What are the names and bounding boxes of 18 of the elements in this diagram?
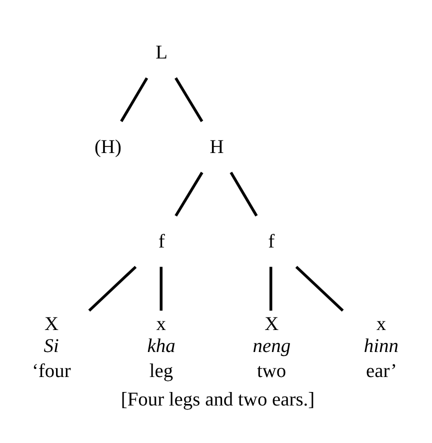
node-text: x hinn ear’ — [364, 313, 398, 382]
node-text: L — [156, 42, 168, 63]
connector — [120, 76, 148, 122]
connector — [174, 171, 204, 216]
connector — [230, 171, 258, 216]
node-text: X neng two — [252, 313, 291, 382]
connector — [88, 265, 137, 312]
node-text: f — [268, 230, 275, 252]
node-text: f — [158, 230, 165, 252]
node-text: H — [210, 136, 224, 158]
connector — [160, 266, 163, 310]
connector — [269, 266, 272, 310]
node-text: (H) — [94, 136, 122, 158]
caption: [Four legs and two ears.] — [120, 389, 315, 410]
connector — [174, 76, 204, 122]
node-text: X Si ‘four — [32, 313, 71, 382]
connector — [295, 265, 344, 312]
node-text: x kha leg — [147, 313, 176, 382]
